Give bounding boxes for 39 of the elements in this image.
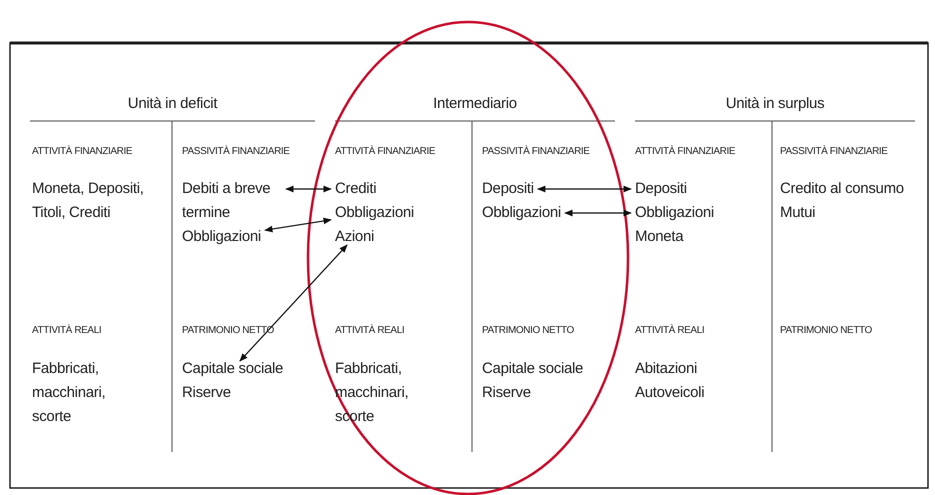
column-heading: ATTIVITÀ REALI (32, 324, 102, 338)
item-text: Credito al consumo (780, 179, 904, 199)
column-heading: PATRIMONIO NETTO (482, 324, 574, 338)
column-heading: PASSIVITÀ FINANZIARIE (182, 145, 290, 159)
item-text: Depositi (482, 177, 534, 201)
item-text: Autoveicoli (635, 383, 704, 403)
double-arrow (239, 244, 348, 362)
column-heading: ATTIVITÀ FINANZIARIE (335, 145, 436, 159)
column-heading: PASSIVITÀ FINANZIARIE (482, 145, 590, 159)
item-text: Moneta, Depositi, Titoli, Crediti (32, 179, 145, 223)
column-heading: ATTIVITÀ REALI (335, 324, 404, 338)
item-text: Abitazioni (635, 359, 698, 379)
item-text: Fabbricati, macchinari, scorte (32, 359, 106, 427)
item-text: Mutui (780, 203, 816, 223)
double-arrow (285, 186, 332, 192)
group-heading: Intermediario (432, 94, 518, 114)
item-text: Azioni (335, 225, 374, 249)
item-text: Depositi (635, 177, 687, 201)
double-arrow (564, 210, 632, 216)
column-heading: PATRIMONIO NETTO (780, 324, 872, 338)
item-text: Obbligazioni (182, 225, 261, 249)
double-arrow (536, 186, 632, 192)
item-text: Debiti a breve termine (182, 177, 282, 225)
column-heading: ATTIVITÀ FINANZIARIE (32, 145, 132, 159)
item-text: Obbligazioni (635, 201, 714, 225)
item-text: Obbligazioni (335, 201, 414, 225)
item-text: Moneta (635, 227, 684, 247)
item-text: Crediti (335, 177, 376, 201)
item-text: Capitale sociale (182, 357, 284, 381)
column-heading: ATTIVITÀ REALI (635, 324, 704, 338)
item-text: Riserve (482, 383, 531, 403)
column-heading: PASSIVITÀ FINANZIARIE (780, 145, 888, 159)
item-text: Obbligazioni (482, 201, 561, 225)
double-arrow (264, 218, 332, 232)
group-heading: Unità in surplus (724, 94, 826, 114)
column-heading: ATTIVITÀ FINANZIARIE (635, 145, 736, 159)
item-text: Capitale sociale (482, 359, 584, 379)
group-heading: Unità in deficit (126, 94, 218, 114)
item-text: Riserve (182, 383, 231, 403)
